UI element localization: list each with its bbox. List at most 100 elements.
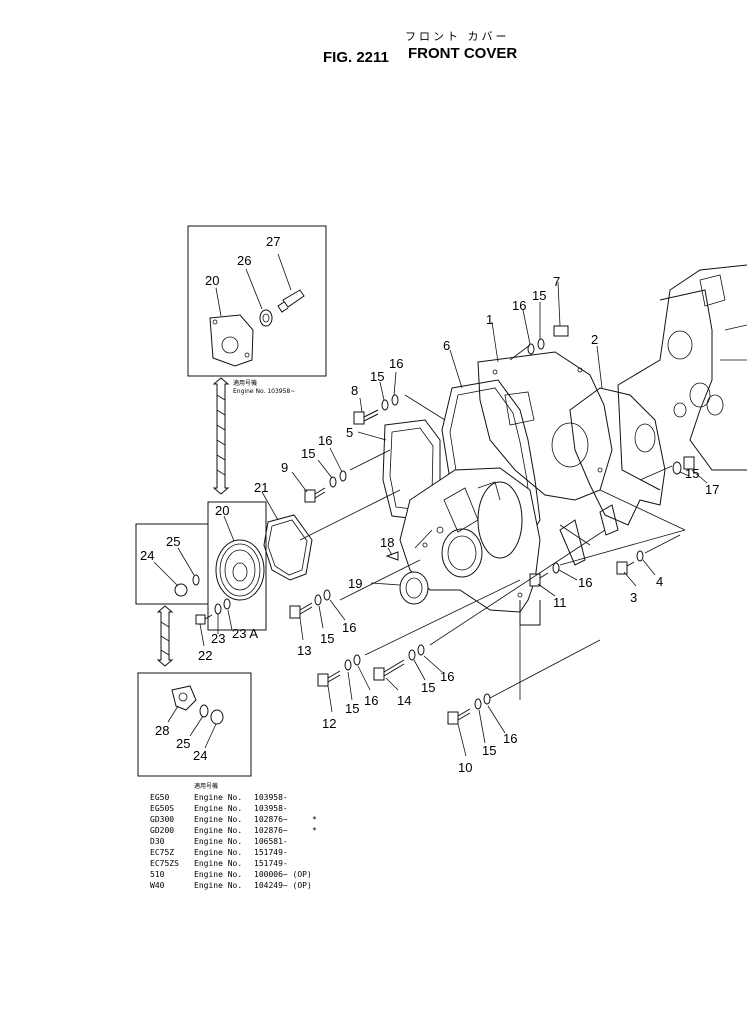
callout-23a: 23 A: [232, 626, 258, 641]
callout-16-f: 16: [440, 669, 454, 684]
callout-2: 2: [591, 332, 598, 347]
callout-22: 22: [198, 648, 212, 663]
callout-14: 14: [397, 693, 411, 708]
svg-text:EG50S: EG50S: [150, 804, 174, 813]
svg-text:Engine No.: Engine No.: [194, 826, 242, 835]
callout-16-g: 16: [503, 731, 517, 746]
callout-15-a: 15: [532, 288, 546, 303]
applicability-row: EG50S Engine No. 103958-: [150, 804, 288, 813]
title-japanese: フロント カバー: [405, 30, 510, 43]
inset-box-left: 24 25: [135, 523, 209, 605]
callout-24-left: 24: [140, 548, 154, 563]
callout-15-g: 15: [482, 743, 496, 758]
part-20-cover-assembly: 20: [207, 501, 267, 631]
svg-text:103958-: 103958-: [254, 793, 288, 802]
svg-text:*: *: [312, 815, 317, 824]
svg-text:EG50: EG50: [150, 793, 169, 802]
svg-text:GD200: GD200: [150, 826, 174, 835]
figure-number: FIG. 2211: [323, 49, 389, 66]
svg-text:Engine No.: Engine No.: [194, 793, 242, 802]
svg-text:Engine No.: Engine No.: [194, 804, 242, 813]
arrow-link-bottom: [156, 605, 174, 667]
callout-11: 11: [553, 595, 567, 610]
callout-16-b: 16: [389, 356, 403, 371]
applicability-row: D30 Engine No. 106581-: [150, 837, 288, 846]
callout-18: 18: [380, 535, 394, 550]
svg-text:100006~ (OP): 100006~ (OP): [254, 870, 312, 879]
svg-text:510: 510: [150, 870, 165, 879]
applicability-row: EC75ZS Engine No. 151749-: [150, 859, 288, 868]
svg-text:EC75ZS: EC75ZS: [150, 859, 179, 868]
callout-24-bottom: 24: [193, 748, 207, 763]
callout-27: 27: [266, 234, 280, 249]
applicability-row: GD200 Engine No. 102876~ *: [150, 826, 317, 835]
parts-22-23-bolt: 22 23 23 A: [195, 598, 258, 663]
callout-15-e: 15: [345, 701, 359, 716]
nut-17-group: 15 17: [672, 456, 719, 497]
svg-text:GD300: GD300: [150, 815, 174, 824]
applicability-table: 適用号機 EG50 Engine No. 103958- EG50S Engin…: [150, 782, 317, 890]
callout-3: 3: [630, 590, 637, 605]
part-27-fitting-inset: [277, 289, 305, 313]
bolt-14-group: 14 15 16: [373, 644, 454, 708]
callout-25-left: 25: [166, 534, 180, 549]
callout-16-h: 16: [578, 575, 592, 590]
callout-6: 6: [443, 338, 450, 353]
bolt-7-group: 7 15 16: [512, 274, 569, 355]
svg-text:151749-: 151749-: [254, 848, 288, 857]
inset-note-engine: Engine No. 103958~: [233, 388, 295, 395]
part-2-gasket-right: 2: [569, 332, 666, 526]
callout-26: 26: [237, 253, 251, 268]
callout-23: 23: [211, 631, 225, 646]
callout-15-d: 15: [320, 631, 334, 646]
callout-15-i: 15: [685, 466, 699, 481]
assembly-leader-lines: [299, 344, 686, 700]
callout-1: 1: [486, 312, 493, 327]
bolt-13-group: 13 15 16: [289, 589, 356, 658]
svg-text:102876~: 102876~: [254, 815, 288, 824]
bolt-8-group: 8 15 16: [351, 356, 403, 425]
bolt-3-group: 3 4: [616, 550, 663, 605]
callout-21: 21: [254, 480, 268, 495]
bolt-12-group: 12 15 16: [317, 654, 378, 731]
svg-text:EC75Z: EC75Z: [150, 848, 174, 857]
callout-4: 4: [656, 574, 663, 589]
callout-17: 17: [705, 482, 719, 497]
inset-box-top: 27 26 20: [187, 225, 327, 377]
svg-text:104249~ (OP): 104249~ (OP): [254, 881, 312, 890]
callout-15-f: 15: [421, 680, 435, 695]
svg-text:Engine No.: Engine No.: [194, 859, 242, 868]
inset-box-bottom: 28 25 24: [137, 672, 252, 777]
part-26-oring-inset: [259, 309, 273, 327]
applicability-row: EC75Z Engine No. 151749-: [150, 848, 288, 857]
svg-text:W40: W40: [150, 881, 165, 890]
inset-note-jp: 適用号機: [233, 379, 257, 387]
part-21-gasket: 21: [254, 480, 313, 581]
svg-text:106581-: 106581-: [254, 837, 288, 846]
callout-20-main: 20: [215, 503, 229, 518]
arrow-link-top: [212, 377, 230, 495]
callout-28: 28: [155, 723, 169, 738]
svg-text:102876~: 102876~: [254, 826, 288, 835]
part-19-oil-seal: 19: [348, 571, 429, 605]
callout-16-e: 16: [364, 693, 378, 708]
callout-19: 19: [348, 576, 362, 591]
callout-10: 10: [458, 760, 472, 775]
applicability-row: GD300 Engine No. 102876~ *: [150, 815, 317, 824]
callout-15-b: 15: [370, 369, 384, 384]
svg-text:Engine No.: Engine No.: [194, 881, 242, 890]
main-front-cover-casting: [399, 467, 541, 626]
bolt-11-group: 11 16: [529, 562, 592, 610]
callout-16-c: 16: [318, 433, 332, 448]
applicability-row: W40 Engine No. 104249~ (OP): [150, 881, 312, 890]
callout-9: 9: [281, 460, 288, 475]
part-18-seal: 18: [380, 535, 399, 561]
callout-5: 5: [346, 425, 353, 440]
callout-7: 7: [553, 274, 560, 289]
svg-text:Engine No.: Engine No.: [194, 815, 242, 824]
bolt-10-group: 10 15 16: [447, 693, 517, 775]
applicability-row: 510 Engine No. 100006~ (OP): [150, 870, 312, 879]
bolt-9-group: 9 15 16: [281, 433, 347, 503]
callout-16-a: 16: [512, 298, 526, 313]
